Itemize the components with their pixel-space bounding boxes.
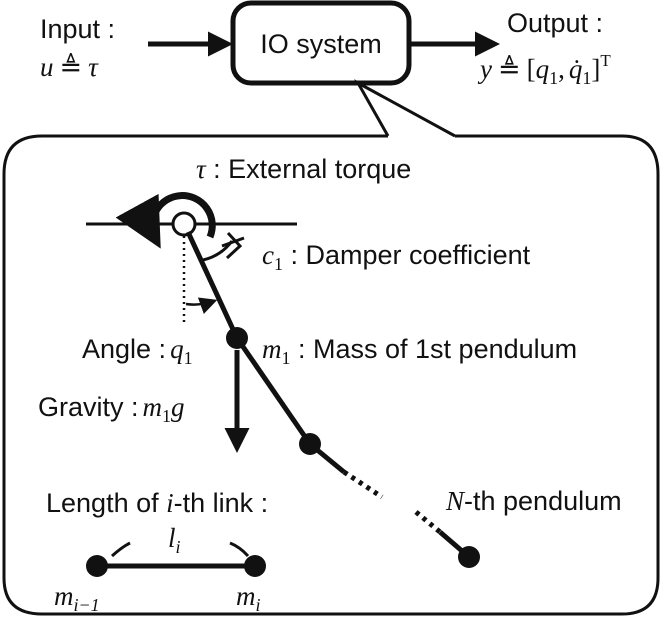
output-label: Output : bbox=[507, 8, 603, 38]
length-bracket-right bbox=[229, 541, 250, 558]
callout-panel bbox=[2, 134, 660, 616]
torque-label: τ : External torque bbox=[196, 154, 411, 184]
link-length-symbol: li bbox=[168, 523, 181, 557]
angle-arrow bbox=[185, 297, 218, 314]
io-system-box bbox=[230, 0, 412, 86]
gravity-label: Gravity :m1g bbox=[38, 392, 185, 426]
callout-pointer bbox=[354, 79, 456, 138]
input-definition: u≜τ bbox=[40, 52, 99, 82]
second-link bbox=[234, 336, 313, 446]
damper-label: c1 : Damper coefficient bbox=[262, 240, 531, 274]
pivot-joint bbox=[171, 211, 197, 237]
damper-icon bbox=[221, 231, 245, 260]
link-length-label: Length of i-th link : bbox=[46, 488, 268, 518]
length-bracket-left bbox=[110, 541, 131, 558]
example-left-mass bbox=[86, 555, 108, 577]
torque-arc-arrow bbox=[115, 192, 216, 249]
io-system-label: IO system bbox=[260, 29, 382, 59]
example-right-mass bbox=[244, 555, 266, 577]
nth-mass bbox=[458, 546, 480, 568]
second-mass bbox=[299, 433, 321, 455]
link-continuation-dots bbox=[342, 469, 384, 500]
mass-label: m1 : Mass of 1st pendulum bbox=[262, 334, 577, 368]
left-mass-label: mi−1 bbox=[54, 581, 100, 615]
nth-pendulum-label: N-th pendulum bbox=[445, 486, 622, 516]
right-mass-label: mi bbox=[236, 581, 261, 615]
first-mass bbox=[226, 327, 248, 349]
nth-link-dots bbox=[414, 510, 442, 534]
angle-label: Angle :q1 bbox=[82, 334, 193, 368]
output-definition: y≜[q1,q̇1]T bbox=[477, 51, 611, 88]
first-link bbox=[185, 230, 240, 340]
input-label: Input : bbox=[40, 14, 115, 44]
